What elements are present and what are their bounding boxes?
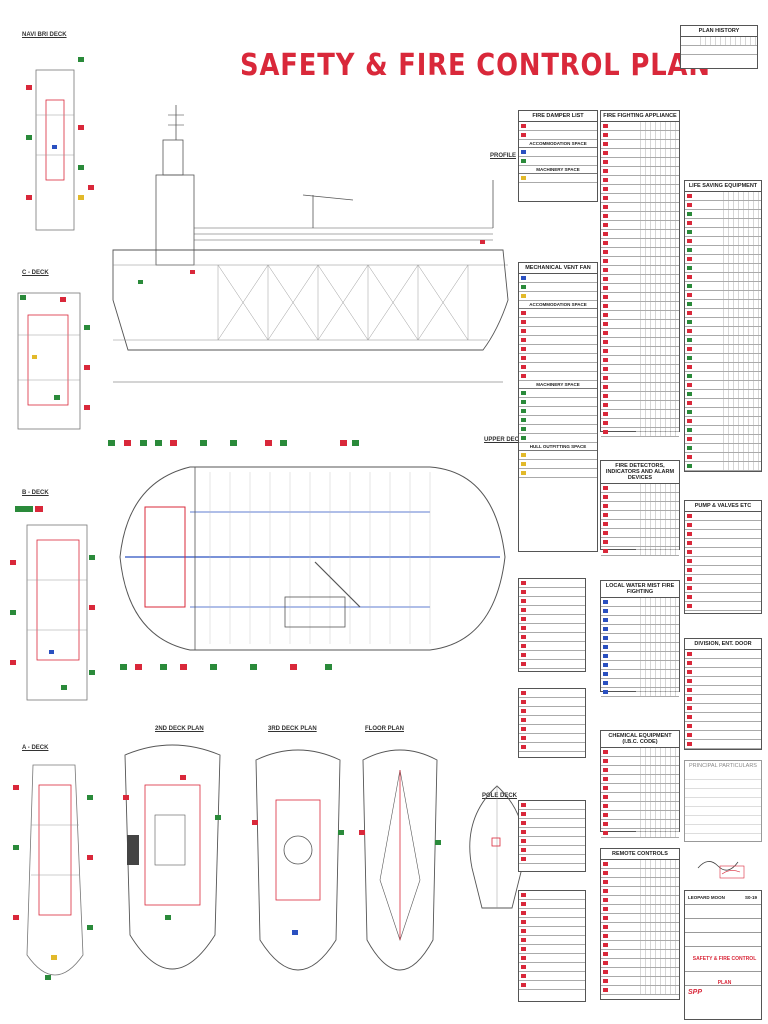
pump-valves-heading: PUMP & VALVES ETC xyxy=(685,501,761,512)
chemical-equipment-heading: CHEMICAL EQUIPMENT (I.B.C. CODE) xyxy=(601,731,679,748)
pump-valves-list: PUMP & VALVES ETC xyxy=(684,500,762,614)
principal-particulars: PRINCIPAL PARTICULARS xyxy=(684,760,762,842)
builder-logo: SPP xyxy=(688,989,703,996)
symbol-legend-a xyxy=(518,578,586,672)
floor-plan xyxy=(359,749,441,971)
pole-deck-plan xyxy=(469,785,525,909)
principal-heading: PRINCIPAL PARTICULARS xyxy=(689,763,757,769)
water-mist-heading: LOCAL WATER MIST FIRE FIGHTING xyxy=(601,581,679,598)
deck-label-floor-plan: FLOOR PLAN xyxy=(365,726,404,732)
fire-fighting-heading: FIRE FIGHTING APPLIANCE xyxy=(601,111,679,122)
third-deck-plan xyxy=(252,749,344,971)
symbol-row-bottom xyxy=(120,664,332,670)
a-deck-plan xyxy=(13,764,93,980)
deck-label-3rd-deck: 3RD DECK PLAN xyxy=(268,726,317,732)
fire-damper-list: FIRE DAMPER LIST ACCOMMODATION SPACE MAC… xyxy=(518,110,598,202)
drawing-title: SAFETY & FIRE CONTROL PLAN xyxy=(240,48,711,83)
title-block-drawing-title: SAFETY & FIRE CONTROL PLAN xyxy=(685,947,761,986)
symbol-legend-d xyxy=(518,890,586,1002)
mechanical-vent-fan-list: MECHANICAL VENT FAN ACCOMMODATION SPACE … xyxy=(518,262,598,552)
c-deck-plan xyxy=(17,292,90,430)
machinery-space-2-heading: MACHINERY SPACE xyxy=(519,381,597,389)
accommodation-space-heading: ACCOMMODATION SPACE xyxy=(519,140,597,148)
title-block-vessel-row: LEOPARD MOON S0-19 xyxy=(685,891,761,905)
hull-outfitting-heading: HULL OUTFITTING SPACE xyxy=(519,443,597,451)
life-saving-equipment-list: LIFE SAVING EQUIPMENT xyxy=(684,180,762,472)
upper-deck-plan xyxy=(108,440,506,670)
approval-signature xyxy=(697,861,745,879)
ship-profile-elevation xyxy=(112,105,509,383)
deck-label-2nd-deck: 2ND DECK PLAN xyxy=(155,726,204,732)
remote-controls-list: REMOTE CONTROLS xyxy=(600,848,680,1000)
plan-history-heading: PLAN HISTORY xyxy=(681,26,757,37)
deck-label-pole-deck: POLE DECK xyxy=(482,793,518,799)
fire-detectors-list: FIRE DETECTORS, INDICATORS AND ALARM DEV… xyxy=(600,460,680,556)
symbol-legend-b xyxy=(518,688,586,758)
nav-bridge-deck-plan xyxy=(26,57,94,231)
symbol-legend-c xyxy=(518,800,586,872)
local-water-mist-list: LOCAL WATER MIST FIRE FIGHTING xyxy=(600,580,680,697)
detectors-heading: FIRE DETECTORS, INDICATORS AND ALARM DEV… xyxy=(601,461,679,484)
hull-number: S0-19 xyxy=(744,895,757,900)
accommodation-space-2-heading: ACCOMMODATION SPACE xyxy=(519,301,597,309)
deck-label-b-deck: B - DECK xyxy=(22,490,49,496)
deck-label-nav-bridge: NAVI BRI DECK xyxy=(22,32,67,38)
life-saving-heading: LIFE SAVING EQUIPMENT xyxy=(685,181,761,192)
chemical-equipment-list: CHEMICAL EQUIPMENT (I.B.C. CODE) xyxy=(600,730,680,838)
second-deck-plan xyxy=(123,744,221,970)
remote-controls-heading: REMOTE CONTROLS xyxy=(601,849,679,860)
title-block: LEOPARD MOON S0-19 SAFETY & FIRE CONTROL… xyxy=(684,890,762,1020)
fire-damper-heading: FIRE DAMPER LIST xyxy=(519,111,597,122)
deck-label-c-deck: C - DECK xyxy=(22,270,49,276)
machinery-space-heading: MACHINERY SPACE xyxy=(519,166,597,174)
mechanical-vent-heading: MECHANICAL VENT FAN xyxy=(519,263,597,274)
division-heading: DIVISION, ENT. DOOR xyxy=(685,639,761,650)
deck-label-a-deck: A - DECK xyxy=(22,745,49,751)
b-deck-plan xyxy=(10,506,95,701)
symbol-row-top xyxy=(108,440,359,446)
division-door-list: DIVISION, ENT. DOOR xyxy=(684,638,762,750)
deck-label-upper-deck: UPPER DECK xyxy=(484,437,524,443)
deck-label-profile: PROFILE xyxy=(490,153,517,159)
fire-fighting-appliance-list: FIRE FIGHTING APPLIANCE xyxy=(600,110,680,437)
plan-history-table: PLAN HISTORY xyxy=(680,25,758,69)
vessel-name: LEOPARD MOON xyxy=(688,895,725,900)
